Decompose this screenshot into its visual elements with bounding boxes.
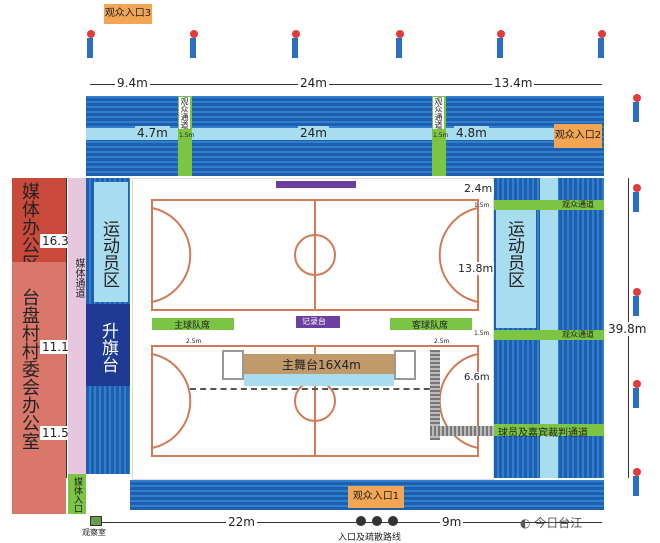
main-stage-frame <box>222 350 244 380</box>
stage-walkway <box>190 388 440 398</box>
dim-top-mid: 24m <box>298 76 329 90</box>
flag-stage <box>86 304 130 386</box>
aisle-right-1-label: 观众通道 <box>562 200 594 209</box>
media-entrance-label: 媒体入口 <box>72 477 82 513</box>
media-aisle-label: 媒体通道 <box>73 258 84 298</box>
vip-walkway-v <box>430 350 440 440</box>
flag-pole-1 <box>87 30 95 58</box>
vip-walkway-h <box>430 426 500 436</box>
right-aisle-2 <box>494 330 604 340</box>
watermark-label: 今日台江 <box>534 516 583 530</box>
main-stage-label: 主舞台16X4m <box>282 358 361 372</box>
dim-row2-mid: 24m <box>298 126 329 140</box>
entrance-2[interactable]: 观众入口2 <box>554 124 602 148</box>
dim-row2-left: 4.7m <box>135 126 170 140</box>
top-scorer-bar <box>276 181 356 188</box>
bottom-marker-2 <box>372 516 382 526</box>
athletes-right-zone <box>496 210 536 328</box>
top-dim-line <box>90 84 602 85</box>
home-bench <box>152 318 234 330</box>
dim-row2-right: 4.8m <box>454 126 489 140</box>
entrance-1[interactable]: 观众入口1 <box>348 486 404 508</box>
left-dim-line <box>66 178 67 478</box>
right-aisle <box>540 178 558 478</box>
bottom-marker-1 <box>356 516 366 526</box>
media-office-label: 媒体办公区 <box>19 182 40 272</box>
flag-pole-r3 <box>633 288 641 316</box>
dim-court-h: 13.8m <box>456 262 496 275</box>
small-dim-25b: 2.5m <box>434 338 450 345</box>
flag-pole-r5 <box>633 468 641 496</box>
aisle-top-left-label: 观众通道 <box>179 97 190 129</box>
dim-stage-side: 6.6m <box>462 372 492 383</box>
athletes-right-label: 运动员区 <box>504 220 524 288</box>
small-dim-c: 1.5m <box>474 202 490 209</box>
flag-pole-r4 <box>633 380 641 408</box>
dim-bottom-left: 22m <box>226 515 257 529</box>
flag-pole-r2 <box>633 184 641 212</box>
dim-top-left: 9.4m <box>115 76 150 90</box>
aisle-top-right-label: 观众通道 <box>433 97 444 129</box>
stage-band <box>244 374 394 386</box>
observation-room-label: 观察室 <box>82 528 106 537</box>
right-aisle-1 <box>494 200 604 210</box>
flag-pole-3 <box>292 30 300 58</box>
away-bench-label: 客球队席 <box>412 321 449 331</box>
aisle-right-2-label: 观众通道 <box>562 330 594 339</box>
flag-pole-5 <box>497 30 505 58</box>
dim-top-right: 13.4m <box>492 76 535 90</box>
dim-right-small: 2.4m <box>462 182 495 195</box>
athletes-left-label: 运动员区 <box>99 220 119 288</box>
bottom-dim-line <box>90 522 602 523</box>
small-dim-25a: 2.5m <box>186 338 202 345</box>
media-aisle <box>68 178 86 474</box>
bottom-marker-3 <box>388 516 398 526</box>
scorer-table-label: 记录台 <box>302 317 326 326</box>
dim-total-right: 39.8m <box>606 322 649 336</box>
flag-stage-label: 升旗台 <box>98 322 118 373</box>
vip-channel-label: 球员及嘉宾裁判通道 <box>498 428 588 439</box>
watermark: ◐ 今日台江 <box>520 514 582 531</box>
flag-pole-2 <box>190 30 198 58</box>
flag-pole-r1 <box>633 94 641 122</box>
observation-room-icon <box>90 516 102 526</box>
bottom-caption: 入口及疏散路线 <box>338 533 402 543</box>
small-dim-d: 1.5m <box>474 330 490 337</box>
small-dim-a: 1.5m <box>179 132 195 139</box>
small-dim-b: 1.5m <box>433 132 449 139</box>
main-stage <box>244 354 394 374</box>
flag-pole-6 <box>598 30 606 58</box>
village-office <box>12 262 66 514</box>
vip-channel <box>494 424 604 436</box>
home-bench-label: 主球队席 <box>174 321 211 331</box>
village-office-label: 台盘村村委会办公室 <box>19 288 40 450</box>
away-bench <box>390 318 472 330</box>
athletes-left-zone <box>94 182 128 302</box>
watermark-icon: ◐ <box>520 516 535 530</box>
media-office <box>12 178 66 262</box>
scorer-table <box>296 316 340 328</box>
entrance-3[interactable]: 观众入口3 <box>104 4 152 24</box>
main-stage-frame-r <box>394 350 416 380</box>
flag-pole-4 <box>396 30 404 58</box>
dim-bottom-right: 9m <box>440 515 464 529</box>
media-entrance[interactable] <box>68 474 86 514</box>
